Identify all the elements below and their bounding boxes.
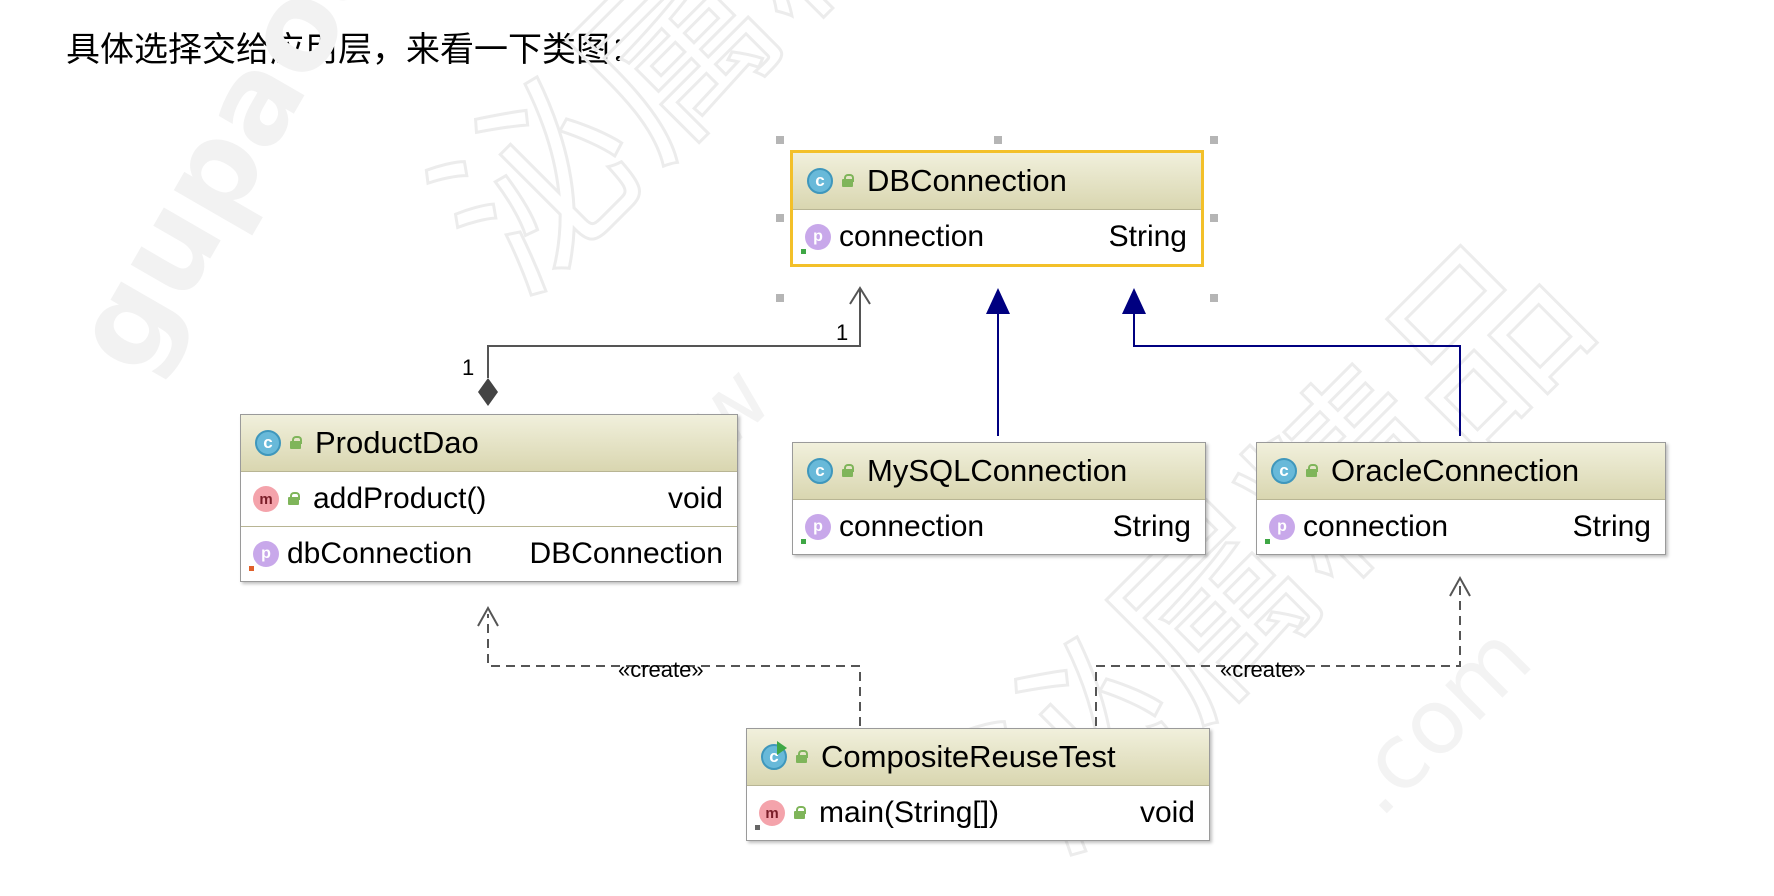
property-icon: p [805, 224, 831, 250]
class-oracleconnection[interactable]: c OracleConnection p connection String [1256, 442, 1666, 555]
class-header: c CompositeReuseTest [747, 729, 1209, 786]
member-type: String [1108, 220, 1187, 253]
fields-section: p dbConnection DBConnection [241, 527, 737, 581]
method-icon: m [759, 800, 785, 826]
class-icon: c [1271, 458, 1297, 484]
composition-diamond [478, 378, 498, 406]
member-name: connection [839, 220, 985, 253]
create-dependency-left [487, 614, 861, 726]
intro-text: 具体选择交给应用层，来看一下类图： [66, 30, 644, 70]
inheritance-line-oracle [1133, 310, 1461, 436]
member-type: String [1572, 510, 1651, 543]
member-type: String [1112, 510, 1191, 543]
property-icon: p [805, 514, 831, 540]
create-arrowhead-left [477, 605, 499, 627]
class-name: MySQLConnection [867, 453, 1128, 488]
static-marker-icon [755, 825, 760, 830]
fields-section: p connection String [1257, 500, 1665, 554]
class-name: CompositeReuseTest [821, 739, 1116, 774]
class-dbconnection[interactable]: c DBConnection p connection String [790, 150, 1204, 267]
class-name: OracleConnection [1331, 453, 1580, 488]
field-row[interactable]: p connection String [793, 210, 1201, 264]
member-name: connection [839, 510, 985, 543]
field-marker-icon [801, 539, 806, 544]
private-marker-icon [249, 566, 254, 571]
create-dependency-right [1095, 584, 1461, 726]
multiplicity-source: 1 [462, 355, 474, 380]
member-name: main(String[]) [819, 796, 1000, 829]
public-visibility-icon [287, 492, 301, 506]
member-type: void [667, 482, 723, 515]
public-visibility-icon [1305, 464, 1319, 478]
create-label-left: «create» [618, 657, 704, 682]
public-visibility-icon [795, 750, 809, 764]
selection-handle[interactable] [994, 136, 1002, 144]
public-visibility-icon [793, 806, 807, 820]
method-row[interactable]: m addProduct() void [241, 472, 737, 526]
class-icon: c [807, 168, 833, 194]
member-name: connection [1303, 510, 1449, 543]
selection-handle[interactable] [1210, 214, 1218, 222]
class-icon: c [807, 458, 833, 484]
class-name: ProductDao [315, 425, 479, 460]
member-name: addProduct() [313, 482, 487, 515]
class-header: c MySQLConnection [793, 443, 1205, 500]
class-header: c ProductDao [241, 415, 737, 472]
selection-handle[interactable] [776, 214, 784, 222]
field-marker-icon [1265, 539, 1270, 544]
method-row[interactable]: m main(String[]) void [747, 786, 1209, 840]
selection-handle[interactable] [776, 136, 784, 144]
class-name: DBConnection [867, 163, 1067, 198]
fields-section: p connection String [793, 210, 1201, 264]
class-header: c OracleConnection [1257, 443, 1665, 500]
member-name: dbConnection [287, 537, 473, 570]
selection-handle[interactable] [776, 294, 784, 302]
create-arrowhead-right [1449, 575, 1471, 597]
fields-section: p connection String [793, 500, 1205, 554]
selection-handle[interactable] [1210, 294, 1218, 302]
member-type: void [1139, 796, 1195, 829]
inheritance-arrowhead-mysql [986, 288, 1010, 314]
inheritance-arrowhead-oracle [1122, 288, 1146, 314]
field-row[interactable]: p dbConnection DBConnection [241, 527, 737, 581]
public-visibility-icon [289, 436, 303, 450]
field-marker-icon [801, 249, 806, 254]
field-row[interactable]: p connection String [1257, 500, 1665, 554]
run-icon [777, 741, 787, 755]
property-icon: p [1269, 514, 1295, 540]
field-row[interactable]: p connection String [793, 500, 1205, 554]
member-type: DBConnection [529, 537, 723, 570]
class-productdao[interactable]: c ProductDao m addProduct() void p dbCon… [240, 414, 738, 582]
class-compositereusetest[interactable]: c CompositeReuseTest m main(String[]) vo… [746, 728, 1210, 841]
composition-line [487, 290, 861, 378]
multiplicity-target: 1 [836, 320, 848, 345]
method-icon: m [253, 486, 279, 512]
create-label-right: «create» [1220, 657, 1306, 682]
methods-section: m main(String[]) void [747, 786, 1209, 840]
class-header: c DBConnection [793, 153, 1201, 210]
class-icon: c [255, 430, 281, 456]
navigable-arrowhead [849, 286, 871, 305]
property-icon: p [253, 541, 279, 567]
class-mysqlconnection[interactable]: c MySQLConnection p connection String [792, 442, 1206, 555]
selection-handle[interactable] [1210, 136, 1218, 144]
public-visibility-icon [841, 464, 855, 478]
public-visibility-icon [841, 174, 855, 188]
methods-section: m addProduct() void [241, 472, 737, 527]
